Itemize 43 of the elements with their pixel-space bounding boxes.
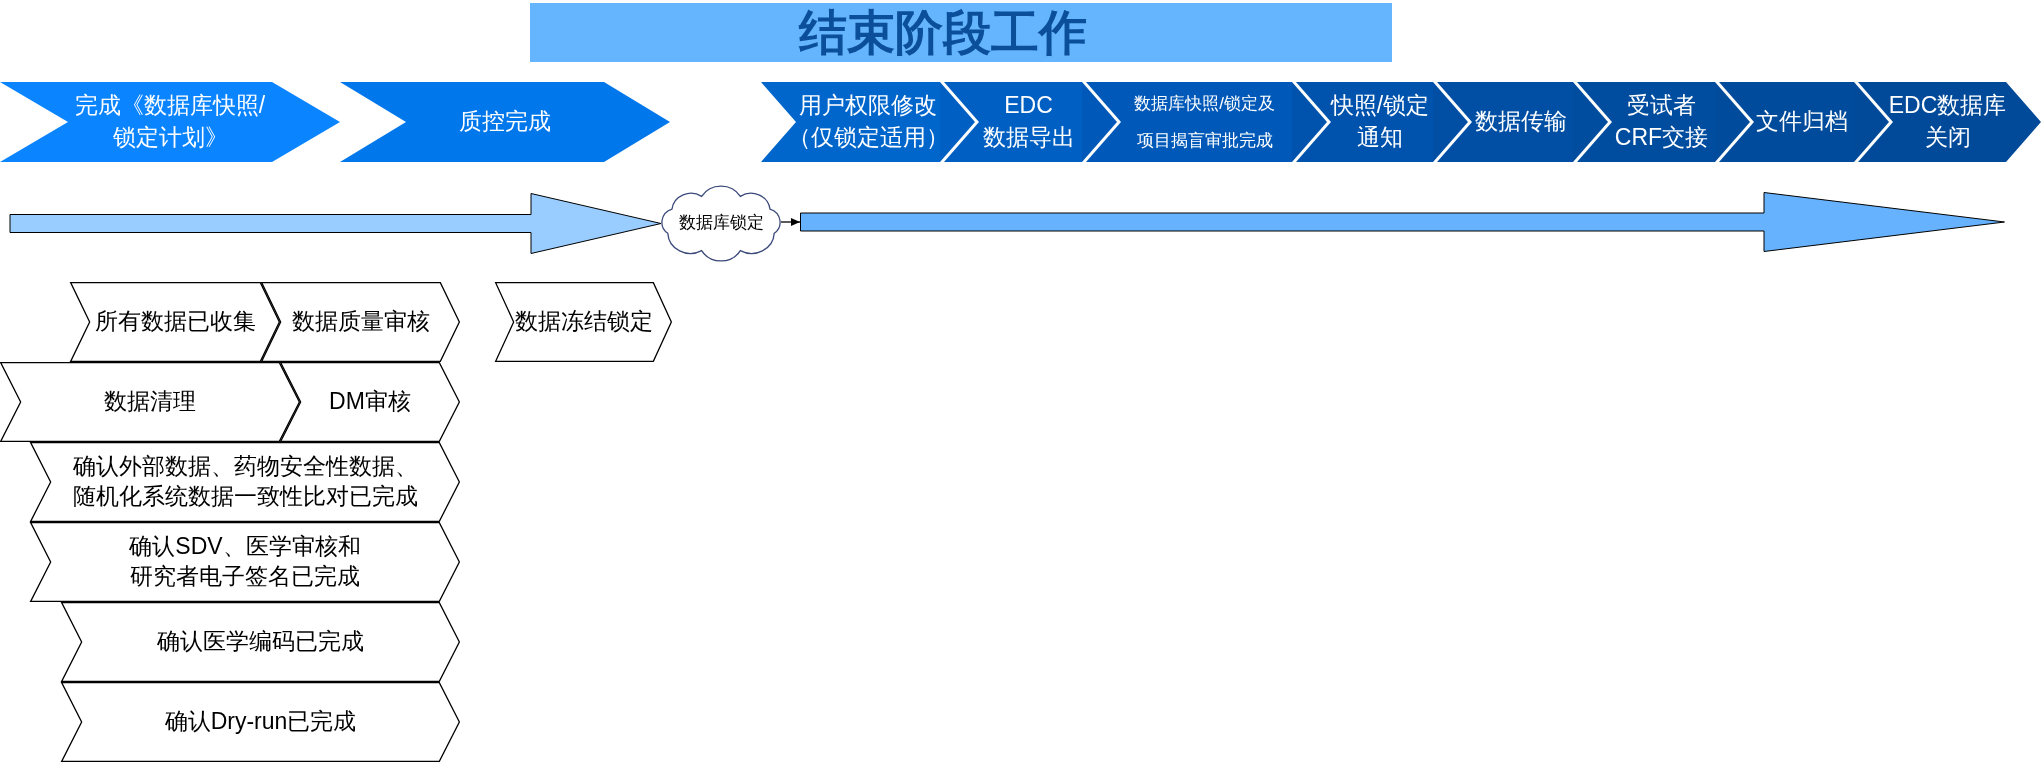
step-text: 数据冻结锁定 (514, 307, 653, 337)
step-text: 快照/锁定通知 (1329, 91, 1431, 152)
step-text: 确认外部数据、药物安全性数据、随机化系统数据一致性比对已完成 (71, 452, 419, 511)
step-text: 确认SDV、医学审核和研究者电子签名已完成 (128, 532, 362, 591)
step-text: 数据传输 (1474, 107, 1567, 137)
chevron-step (61, 682, 460, 762)
step-text: EDC数据库关闭 (1887, 91, 2008, 152)
chevron-step (61, 602, 460, 682)
step-text: DM审核 (329, 387, 411, 417)
step-text: 质控完成 (459, 107, 551, 137)
chevron-step (495, 282, 672, 362)
chevron-step (940, 82, 1082, 162)
chevron-step (261, 282, 460, 362)
step-text: EDC数据导出 (982, 91, 1075, 152)
page-title: 结束阶段工作 (530, 3, 1392, 62)
arrow (780, 218, 801, 226)
step-text: 完成《数据库快照/锁定计划》 (73, 91, 267, 152)
step-text: 用户权限修改（仅锁定适用） (786, 91, 950, 152)
chevron-step (1715, 82, 1854, 162)
step-text: 文件归档 (1756, 107, 1848, 137)
chevron-step (1433, 82, 1573, 162)
step-text: 数据质量审核 (291, 307, 430, 337)
chevron-step (280, 362, 460, 442)
step-text: 数据清理 (104, 387, 196, 417)
cloud-shape (661, 185, 781, 262)
block-arrow (9, 193, 662, 254)
chevron-step (70, 282, 280, 362)
chevron-step (30, 522, 460, 602)
chevron-step (1292, 82, 1433, 162)
chevron-step (0, 82, 340, 162)
cloud-text: 数据库锁定 (678, 212, 764, 235)
chevron-step (0, 362, 300, 442)
chevron-step (1573, 82, 1715, 162)
step-text: 受试者CRF交接 (1613, 91, 1710, 152)
step-text: 确认Dry-run已完成 (164, 707, 357, 737)
step-text: 确认医学编码已完成 (157, 627, 364, 657)
timeline-arrow (800, 192, 2005, 252)
chevron-step (1854, 82, 2041, 162)
chevron-step (1082, 82, 1292, 162)
step-text: 所有数据已收集 (94, 307, 256, 337)
chevron-step (761, 82, 940, 162)
chevron-step (340, 82, 670, 162)
step-text: 数据库快照/锁定及项目揭盲审批完成 (1133, 92, 1276, 152)
